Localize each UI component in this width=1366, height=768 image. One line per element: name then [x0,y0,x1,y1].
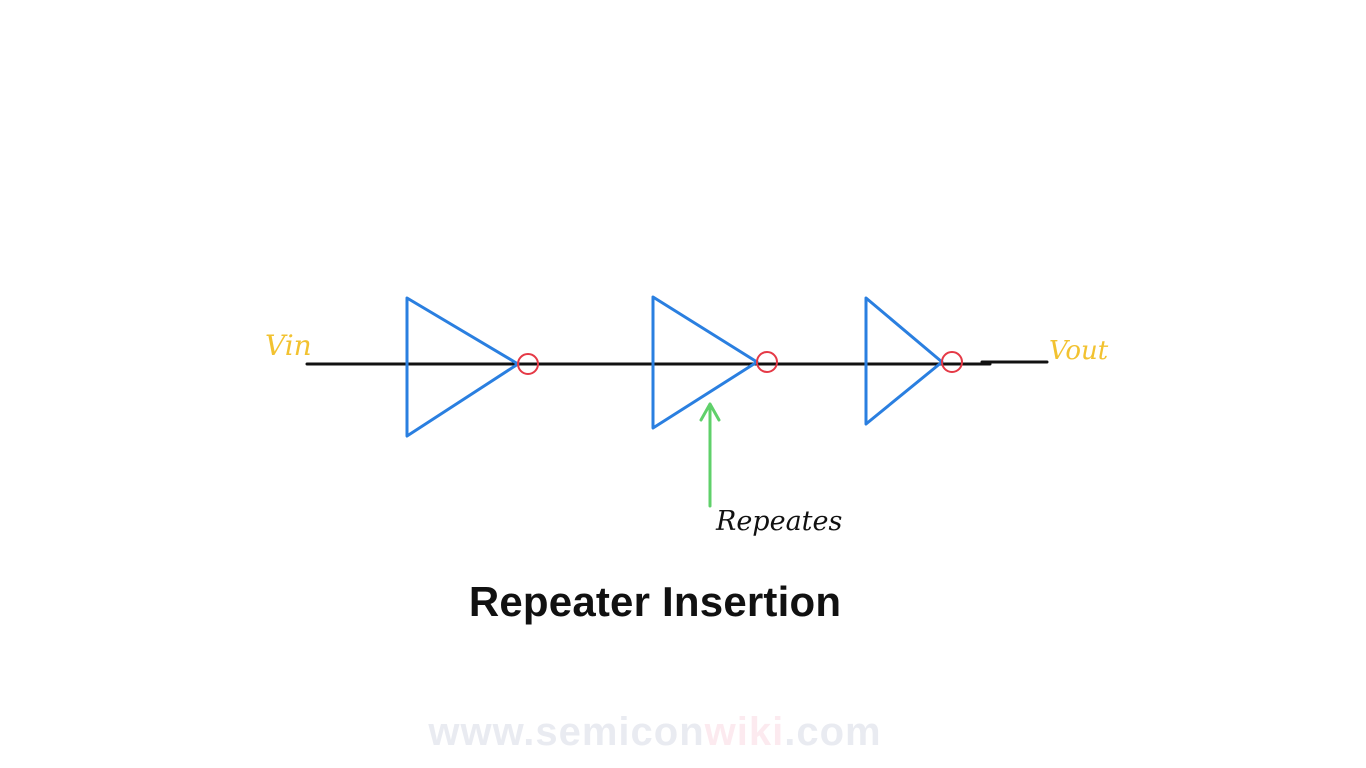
watermark: www.semiconwiki.com [0,710,1310,755]
repeater-arrow [699,402,721,508]
inverter-2-triangle [651,295,759,430]
inverter-3-triangle [864,296,944,426]
inverter-1-triangle [405,296,520,438]
input-label: Vin [265,329,312,362]
diagram-caption: Repeater Insertion [468,578,842,625]
output-label: Vout [1049,336,1109,366]
inverter-2-bubble [756,351,778,373]
inverter-1-bubble [517,353,539,375]
watermark-highlight: wiki [704,710,785,754]
repeater-annotation: Repeates [715,506,842,537]
watermark-prefix: www.semicon [428,710,705,754]
watermark-suffix: .com [784,710,882,754]
inverter-3-bubble [941,351,963,373]
